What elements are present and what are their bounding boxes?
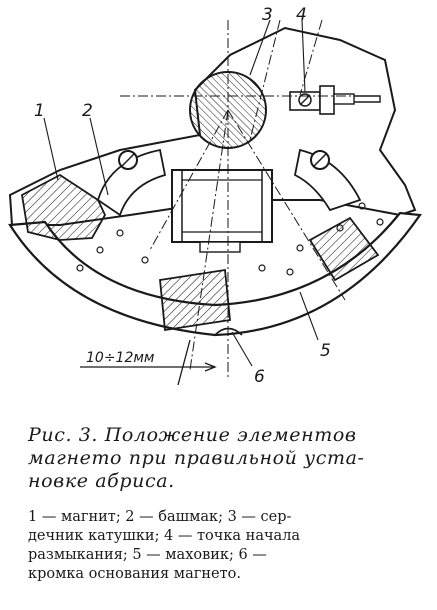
- coil: [171, 169, 273, 253]
- legend-line-4: кромка основания магнето.: [28, 566, 241, 582]
- magneto-diagram: 1 2 3 4 5 6 10÷12мм: [8, 5, 422, 387]
- mounting-screw-left: [118, 150, 138, 170]
- callout-3: 3: [262, 5, 273, 25]
- breaker-point: [289, 85, 381, 115]
- caption-line-3: новке абриса.: [28, 470, 175, 492]
- caption-line-1: Рис. 3. Положение элементов: [28, 424, 357, 446]
- magnet-center: [159, 268, 231, 332]
- callout-6: 6: [254, 367, 265, 387]
- dimension-line: [80, 339, 217, 386]
- legend-line-1: 1 — магнит; 2 — башмак; 3 — сер-: [28, 509, 292, 525]
- legend-line-2: дечник катушки; 4 — точка начала: [28, 528, 301, 544]
- magnet-right: [308, 216, 380, 282]
- callout-5: 5: [320, 341, 331, 361]
- shoe-left: [96, 148, 167, 217]
- leader-lines: [43, 19, 319, 367]
- mounting-screw-right: [310, 150, 330, 170]
- legend-line-3: размыкания; 5 — маховик; 6 —: [28, 547, 267, 563]
- figure-legend: 1 — магнит; 2 — башмак; 3 — сер- дечник …: [28, 508, 433, 584]
- caption-line-2: магнето при правильной уста-: [28, 447, 365, 469]
- base-edge-notch: [214, 327, 243, 336]
- magnet-left: [21, 173, 107, 241]
- figure-caption: Рис. 3. Положение элементов магнето при …: [28, 424, 433, 493]
- callout-1: 1: [34, 101, 45, 121]
- callout-2: 2: [82, 101, 93, 121]
- dimension-label: 10÷12мм: [86, 350, 155, 366]
- center-lines: [120, 19, 380, 380]
- callout-4: 4: [296, 5, 307, 25]
